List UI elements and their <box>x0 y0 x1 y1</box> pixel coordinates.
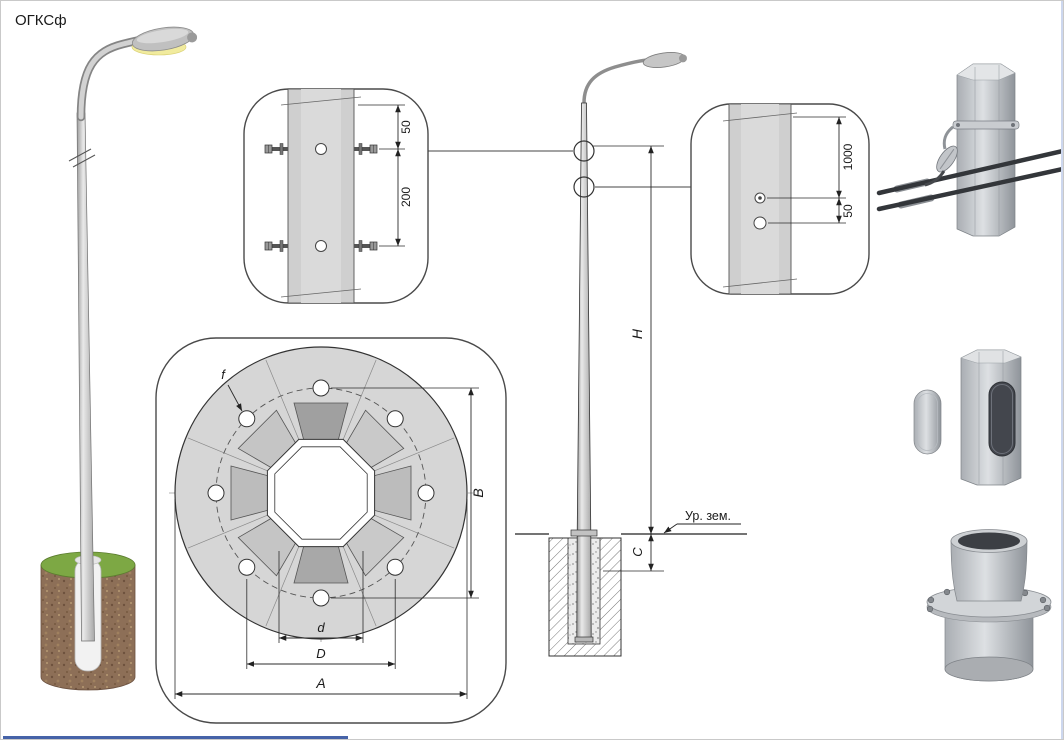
pole-arm <box>582 58 651 105</box>
pole-elevation-view: Ур. зем. H C <box>515 52 747 657</box>
bolt-hole <box>417 484 435 502</box>
dim-200-label: 200 <box>399 187 413 207</box>
bolt-hole <box>312 379 330 397</box>
bolt-hole <box>312 589 330 607</box>
shoe-neck <box>950 540 1028 602</box>
break-mark <box>722 112 798 122</box>
pole-3d-render <box>40 26 198 691</box>
dim-50-right-label: 50 <box>841 204 855 218</box>
bolt-hole <box>207 484 225 502</box>
dim-H-label: H <box>629 328 645 339</box>
screen-edge-artifact-bottom <box>3 736 348 739</box>
drain-hole <box>753 216 767 230</box>
dim-50-label: 50 <box>399 120 413 134</box>
detail-marker-circle <box>573 176 595 198</box>
break-mark <box>68 148 92 162</box>
gusset-ring <box>187 359 455 627</box>
top-connection-detail: 50 200 <box>243 88 573 304</box>
handhole-3d <box>913 349 1022 486</box>
ground-level-label: Ур. зем. <box>685 509 731 523</box>
cable-clamp-3d <box>876 63 1063 237</box>
break-mark <box>280 96 362 106</box>
dim-A-label: A <box>315 675 325 691</box>
leader-line <box>227 384 243 412</box>
dim-D-label: D <box>316 646 325 661</box>
cable <box>876 166 1063 212</box>
handhole-cover <box>913 389 942 455</box>
pole-prism <box>956 63 1016 237</box>
wedge-clamp <box>936 145 958 173</box>
detail-marker-circle <box>573 140 595 162</box>
lamp-head-3d <box>131 26 198 52</box>
pole-flange <box>570 529 598 537</box>
dim-B-label: B <box>470 488 486 497</box>
screen-edge-artifact-right <box>1061 1 1063 739</box>
bolt-hole <box>386 410 404 428</box>
cable <box>876 148 1063 196</box>
bolt-hole <box>238 558 256 576</box>
shoe-opening <box>958 532 1020 550</box>
dim-f-label: f <box>221 367 226 382</box>
bolt-hole <box>315 143 327 155</box>
dim-d-label: d <box>317 620 325 635</box>
flange-plan-view: B d D A f <box>155 337 507 724</box>
bolt-hole <box>238 410 256 428</box>
lamp-head <box>642 52 687 68</box>
bolt-hole <box>315 240 327 252</box>
pole-shaft <box>576 102 592 640</box>
page-title: ОГКСф <box>15 12 67 29</box>
dim-C-label: C <box>630 547 645 557</box>
dim-1000-label: 1000 <box>841 143 855 170</box>
pole-band-clamp <box>952 120 1020 130</box>
bolt-hole <box>386 558 404 576</box>
base-plate <box>574 636 594 643</box>
handhole-opening <box>988 381 1016 457</box>
handhole-position-detail: 1000 50 <box>690 103 870 295</box>
base-shoe-3d <box>926 529 1052 682</box>
